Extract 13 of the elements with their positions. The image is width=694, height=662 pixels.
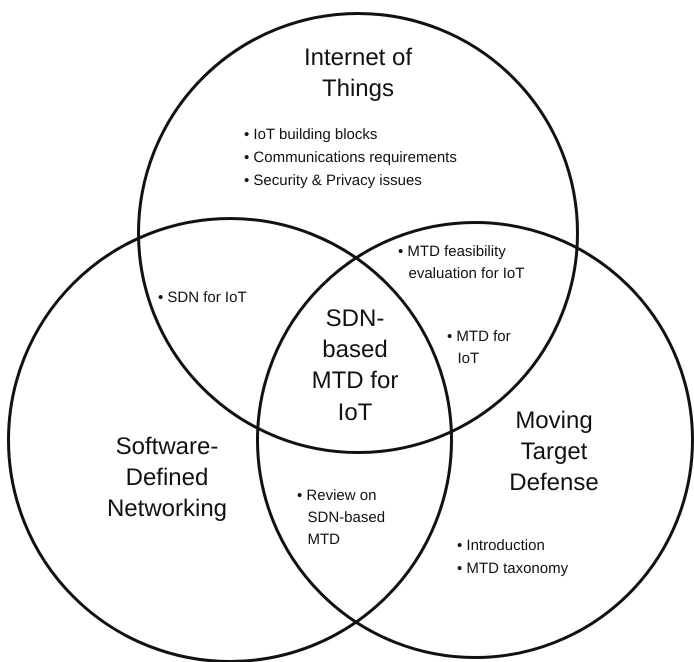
- set-title: Moving Target Defense: [508, 406, 600, 498]
- bullet-item: • Security & Privacy issues: [244, 171, 423, 191]
- bullet-item: • MTD for IoT: [447, 327, 512, 369]
- bullet-item: • Introduction: [457, 536, 546, 556]
- bullet-item: • MTD feasibility evaluation for IoT: [398, 242, 526, 284]
- bullet-item: • Review on SDN-based MTD: [297, 486, 386, 550]
- bullet-item: • IoT building blocks: [244, 125, 378, 145]
- bullet-item: • Communications requirements: [244, 148, 458, 168]
- intersection-title: SDN-based MTD for IoT: [310, 304, 400, 428]
- bullet-item: • MTD taxonomy: [457, 559, 570, 579]
- bullet-item: • SDN for IoT: [158, 288, 248, 308]
- set-title: Software-Defined Networking: [106, 432, 228, 524]
- set-title: Internet of Things: [302, 43, 414, 104]
